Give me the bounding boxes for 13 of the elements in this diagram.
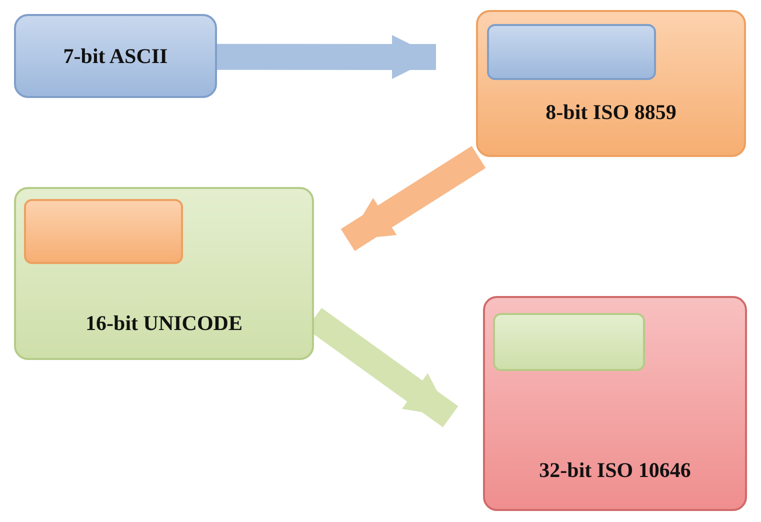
inner-box [24, 199, 183, 264]
rounded-box [14, 14, 217, 98]
block-arrow [217, 34, 436, 79]
rounded-box [483, 296, 747, 511]
box-label: 8-bit ISO 8859 [544, 100, 678, 125]
box-label: 7-bit ASCII [62, 44, 169, 69]
box-label: 16-bit UNICODE [84, 311, 244, 336]
inner-box [487, 24, 656, 80]
box-label: 32-bit ISO 10646 [538, 458, 692, 483]
block-arrow [340, 146, 486, 251]
inner-box [493, 313, 645, 371]
rounded-box [476, 10, 746, 157]
rounded-box [14, 187, 314, 360]
